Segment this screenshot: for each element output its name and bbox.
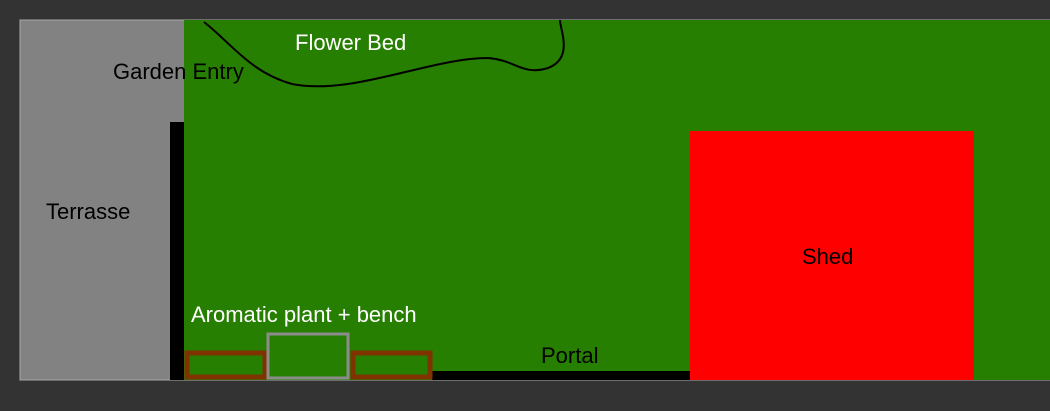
terrasse-label: Terrasse	[46, 199, 130, 224]
bench	[266, 332, 350, 380]
aromatic-planter-right	[350, 350, 433, 380]
left-wall	[170, 122, 184, 380]
portal-wall	[432, 371, 690, 380]
garden-entry-label: Garden Entry	[113, 59, 244, 84]
flower-bed-outline	[203, 19, 565, 88]
shed-label: Shed	[802, 244, 853, 269]
aromatic-label: Aromatic plant + bench	[191, 302, 417, 327]
aromatic-planter-left	[184, 350, 268, 380]
shed	[690, 131, 974, 380]
flower-bed-label: Flower Bed	[295, 30, 406, 55]
portal-label: Portal	[541, 343, 598, 368]
